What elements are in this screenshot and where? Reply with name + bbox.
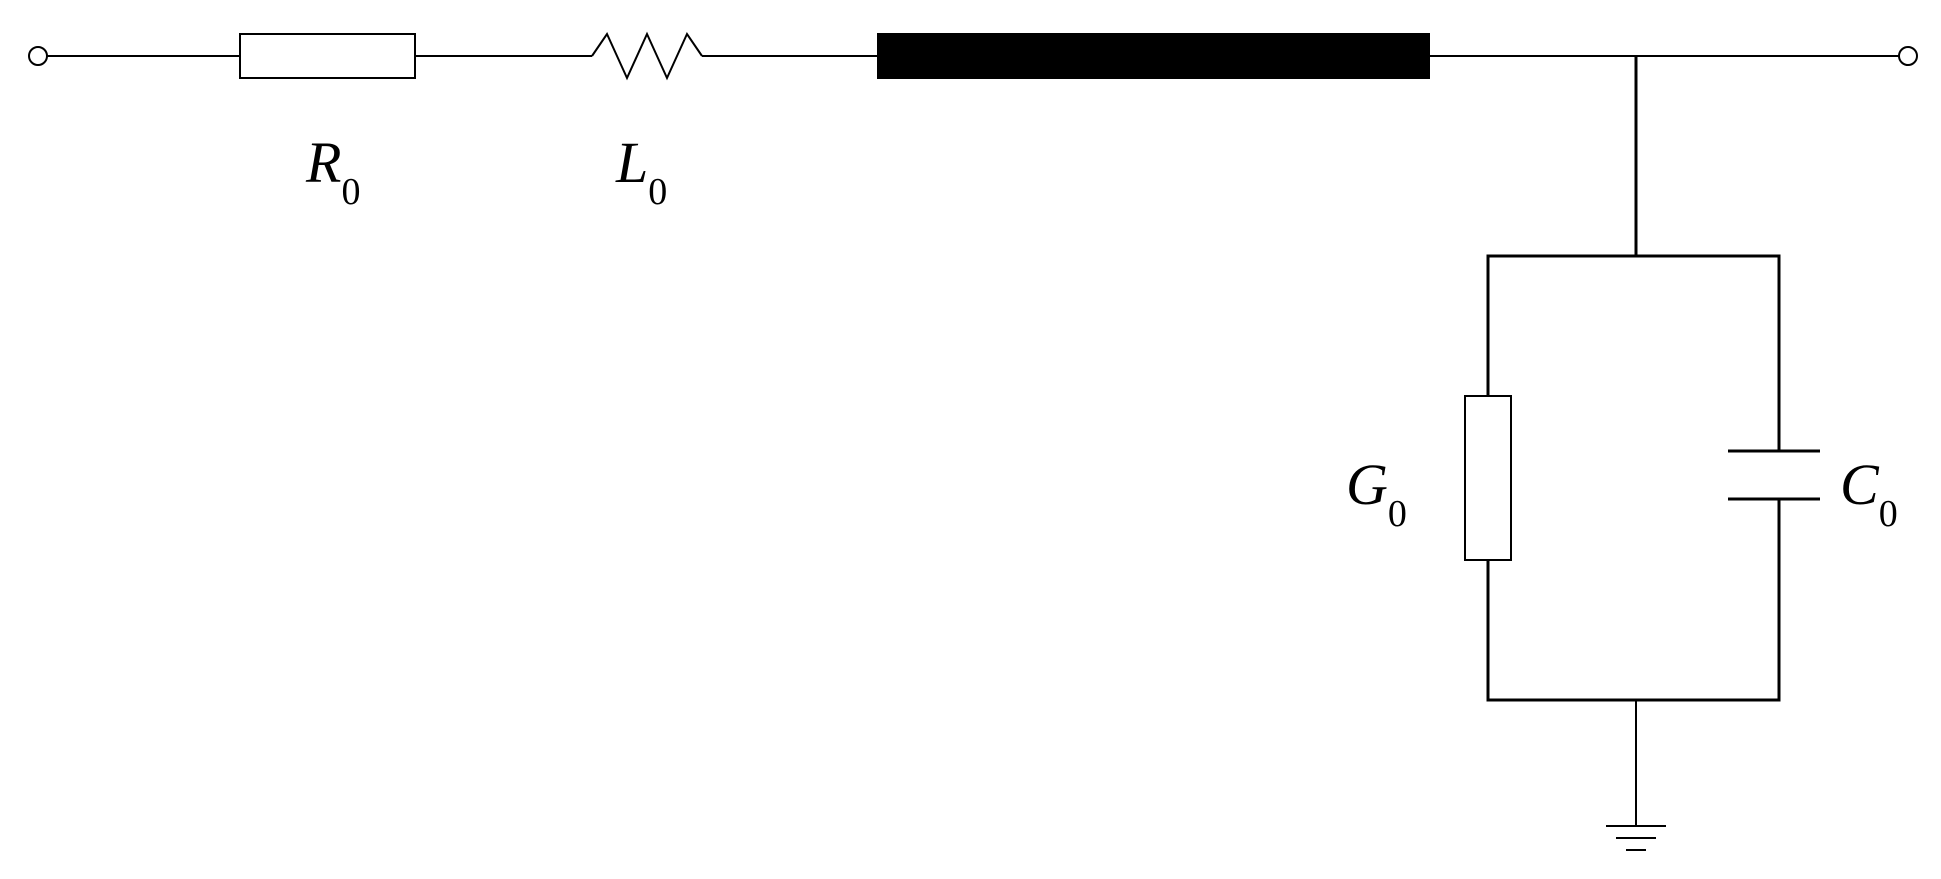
transmission-line-segment <box>877 33 1430 79</box>
ground-icon <box>1606 825 1666 851</box>
label-g0: G0 <box>1346 452 1407 535</box>
label-l0: L0 <box>615 130 667 213</box>
label-r0: R0 <box>305 130 360 213</box>
label-c0: C0 <box>1840 452 1898 535</box>
conductance-g0 <box>1464 395 1512 561</box>
capacitor-gap-mask <box>1770 451 1788 499</box>
inductor-l0 <box>591 31 703 81</box>
output-terminal <box>1898 46 1918 66</box>
resistor-r0 <box>239 33 416 79</box>
shunt-branch-loop <box>1486 254 1781 702</box>
input-terminal <box>28 46 48 66</box>
